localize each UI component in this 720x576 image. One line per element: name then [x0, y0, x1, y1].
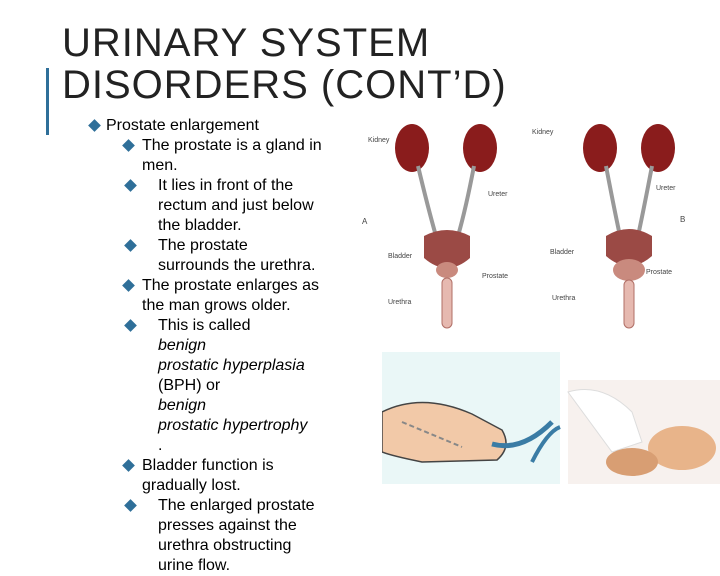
bladder-icon	[424, 230, 470, 268]
kidney-right-icon	[463, 124, 497, 172]
svg-text:Ureter: Ureter	[656, 185, 676, 192]
gloved-hand-icon	[567, 389, 643, 453]
svg-text:A: A	[362, 217, 368, 226]
urethra	[441, 277, 453, 329]
svg-text:Prostate: Prostate	[646, 269, 672, 276]
title-line-2: DISORDERS (CONT’D)	[62, 63, 507, 107]
bullet-bph: This is called benign prostatic hyperpla…	[124, 316, 368, 456]
svg-text:Bladder: Bladder	[388, 253, 413, 260]
urethra	[623, 279, 635, 329]
title-accent-bar	[46, 68, 49, 135]
patient-icon	[648, 426, 716, 470]
catheter-tube-2	[530, 425, 561, 463]
catheter-illustration	[382, 352, 720, 484]
ureter-right	[456, 165, 476, 237]
diamond-bullet-icon	[122, 459, 135, 472]
svg-text:Prostate: Prostate	[482, 273, 508, 280]
bullet-prostate-enlargement: Prostate enlargement	[88, 116, 368, 136]
ureter-right	[636, 165, 654, 237]
diamond-bullet-icon	[122, 279, 135, 292]
title-line-1: URINARY SYSTEM	[62, 21, 431, 65]
svg-text:Ureter: Ureter	[488, 191, 508, 198]
enlarged-prostate-icon	[613, 259, 645, 281]
diamond-bullet-icon	[122, 139, 135, 152]
catheter-tube	[491, 420, 554, 449]
prostate-icon	[436, 262, 458, 278]
catheter-path	[401, 421, 463, 448]
diamond-bullet-icon	[88, 119, 101, 132]
svg-text:B: B	[680, 215, 685, 224]
diagram-normal: Kidney Ureter Bladder Prostate Urethra A	[362, 124, 508, 329]
svg-text:Bladder: Bladder	[550, 249, 575, 256]
patient-leg-icon	[606, 448, 658, 476]
bladder-icon	[606, 229, 652, 266]
diagram-enlarged: Kidney Ureter Bladder Prostate Urethra B	[532, 124, 685, 329]
kidney-left-icon	[395, 124, 429, 172]
ureter-left	[416, 165, 438, 237]
svg-text:Urethra: Urethra	[552, 295, 575, 302]
bullet-list: Prostate enlargement The prostate is a g…	[88, 116, 368, 576]
kidney-right-icon	[641, 124, 675, 172]
slide-title: URINARY SYSTEM DISORDERS (CONT’D)	[62, 22, 507, 106]
kidney-left-icon	[583, 124, 617, 172]
ureter-left	[604, 165, 622, 237]
diamond-bullet-icon	[124, 319, 137, 332]
diamond-bullet-icon	[124, 239, 137, 252]
svg-text:Kidney: Kidney	[368, 137, 390, 144]
urinary-system-diagram: Kidney Ureter Bladder Prostate Urethra A…	[362, 124, 685, 329]
diamond-bullet-icon	[124, 499, 137, 512]
diamond-bullet-icon	[124, 179, 137, 192]
svg-text:Urethra: Urethra	[388, 299, 411, 306]
svg-text:Kidney: Kidney	[532, 129, 554, 136]
